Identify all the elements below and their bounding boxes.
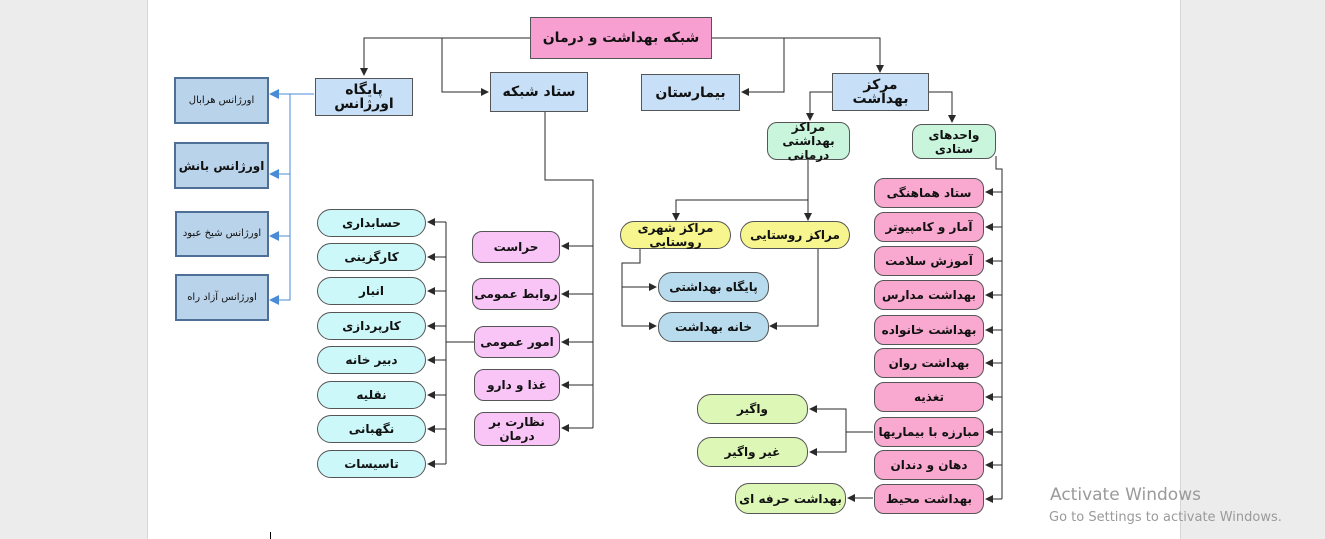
general-affairs-item: کارپردازی [317,312,426,340]
root-node: شبکه بهداشت و درمان [530,17,712,59]
general-affairs-item: نقلیه [317,381,426,409]
general-affairs-item: دبیر خانه [317,346,426,374]
rural-centers-node: مراکز روستایی [740,221,850,249]
occupational-health-node: بهداشت حرفه ای [735,483,846,514]
urban-rural-centers-node: مراکز شهری روستایی [620,221,731,249]
staff-unit-item: تغذیه [874,382,984,412]
emergency-item: اورژانس آزاد راه [175,274,269,321]
text-cursor [270,532,271,539]
contagious-node: واگیر [697,394,808,424]
emergency-item: اورژانس بانش [174,142,269,189]
staff-unit-item: بهداشت روان [874,348,984,378]
staff-unit-item: آموزش سلامت [874,246,984,276]
staff-unit-item: بهداشت خانواده [874,315,984,345]
staff-unit-item: آمار و کامپیوتر [874,212,984,242]
network-hq-item: امور عمومی [474,326,560,358]
health-house-node: خانه بهداشت [658,312,769,342]
general-affairs-item: انبار [317,277,426,305]
network-hq-node: ستاد شبکه [490,72,588,112]
staff-unit-item: بهداشت مدارس [874,280,984,310]
health-base-node: پایگاه بهداشتی [658,272,769,302]
staff-unit-item: بهداشت محیط [874,484,984,514]
hospital-node: بیمارستان [641,74,740,111]
activation-watermark-title: Activate Windows [1050,485,1201,505]
general-affairs-item: تاسیسات [317,450,426,478]
non-contagious-node: غیر واگیر [697,437,808,467]
network-hq-item: نظارت بر درمان [474,412,560,446]
emergency-base-node: پایگاه اورژانس [315,78,413,116]
emergency-item: اورژانس هرابال [174,77,269,124]
health-treatment-centers-node: مراکز بهداشتی درمانی [767,120,850,162]
general-affairs-item: نگهبانی [317,415,426,443]
network-hq-item: غذا و دارو [474,369,560,401]
staff-unit-item: مبارزه با بیماریها [874,417,984,447]
network-hq-item: روابط عمومی [472,278,560,310]
staff-unit-item: دهان و دندان [874,450,984,480]
staff-unit-item: ستاد هماهنگی [874,178,984,208]
general-affairs-item: حسابداری [317,209,426,237]
network-hq-item: حراست [472,231,560,263]
staff-units-node: واحدهای ستادی [912,124,996,159]
emergency-item: اورژانس شیخ عبود [175,211,269,257]
health-center-node: مرکز بهداشت [832,73,929,111]
general-affairs-item: کارگزینی [317,243,426,271]
activation-watermark-subtitle: Go to Settings to activate Windows. [1049,510,1282,525]
